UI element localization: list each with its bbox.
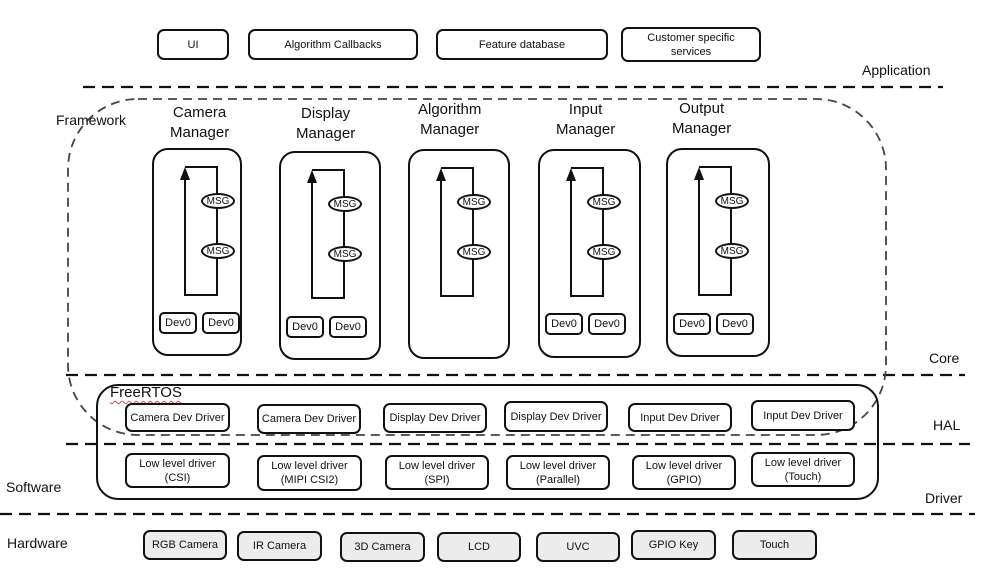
device-box: Dev0: [202, 312, 240, 334]
hardware-label: RGB Camera: [151, 539, 219, 551]
layer-label-application: Application: [862, 62, 931, 78]
hal-driver-label: Camera Dev Driver: [261, 413, 357, 425]
low-level-driver-line1: Low level driver: [271, 460, 348, 472]
app-feature-database-box: Feature database: [436, 29, 608, 60]
msg-queue-ellipse: MSG: [457, 194, 491, 210]
hardware-label: LCD: [467, 541, 490, 553]
msg-queue-ellipse: MSG: [715, 193, 749, 209]
layer-label-hal: HAL: [933, 417, 961, 433]
manager-box: [408, 149, 510, 359]
hardware-box: LCD: [437, 532, 521, 562]
hardware-box: IR Camera: [237, 531, 322, 561]
hal-driver-label: Input Dev Driver: [763, 409, 843, 422]
layer-label-driver: Driver: [925, 490, 963, 506]
low-level-driver-box: Low level driver(Touch): [751, 452, 855, 487]
manager-title-line1: Output: [679, 100, 725, 117]
msg-queue-ellipse: MSG: [715, 243, 749, 259]
manager-title-line1: Input: [568, 101, 603, 118]
manager-title-line2: Manager: [672, 120, 732, 137]
hal-driver-camera-1: Camera Dev Driver: [125, 403, 230, 432]
low-level-driver-box: Low level driver(GPIO): [632, 455, 736, 490]
device-box: Dev0: [545, 313, 583, 335]
manager-title-line1: Camera: [172, 104, 227, 121]
hardware-label: IR Camera: [252, 540, 307, 552]
device-box: Dev0: [159, 312, 197, 334]
app-customer-services-label: Customer specific services: [647, 31, 735, 58]
layer-label-hardware: Hardware: [7, 535, 68, 551]
hal-driver-label: Input Dev Driver: [640, 411, 720, 424]
hardware-label: UVC: [566, 541, 590, 553]
hardware-label: GPIO Key: [648, 539, 699, 551]
freertos-label: FreeRTOS: [110, 384, 182, 401]
hardware-box: UVC: [536, 532, 620, 562]
hal-driver-input-1: Input Dev Driver: [628, 403, 732, 432]
freertos-frame: [96, 384, 879, 500]
low-level-driver-line2: (SPI): [424, 473, 450, 486]
hal-driver-display-1: Display Dev Driver: [383, 403, 487, 433]
hal-driver-display-2: Display Dev Driver: [504, 401, 608, 432]
hal-driver-camera-2: Camera Dev Driver: [257, 404, 361, 434]
device-box: Dev0: [716, 313, 754, 335]
hardware-box: 3D Camera: [340, 532, 425, 562]
manager-box: [538, 149, 641, 358]
low-level-driver-line2: (Parallel): [535, 473, 580, 486]
hal-driver-label: Display Dev Driver: [389, 412, 481, 424]
low-level-driver-line2: (CSI): [164, 471, 191, 484]
manager-title-line2: Manager: [420, 121, 480, 138]
manager-title-line2: Manager: [296, 125, 356, 142]
msg-queue-ellipse: MSG: [457, 244, 491, 260]
manager-box: [666, 148, 770, 357]
msg-queue-ellipse: MSG: [328, 196, 362, 212]
low-level-driver-line1: Low level driver: [398, 459, 476, 472]
msg-queue-ellipse: MSG: [328, 246, 362, 262]
hardware-label: 3D Camera: [354, 541, 411, 553]
low-level-driver-box: Low level driver(CSI): [125, 453, 230, 488]
msg-queue-ellipse: MSG: [201, 193, 235, 209]
low-level-driver-box: Low level driver(Parallel): [506, 455, 610, 490]
low-level-driver-box: Low level driver(SPI): [385, 455, 489, 490]
msg-queue-ellipse: MSG: [587, 244, 621, 260]
manager-box: [152, 148, 242, 356]
device-box: Dev0: [673, 313, 711, 335]
low-level-driver-line2: (Touch): [784, 470, 822, 483]
device-box: Dev0: [588, 313, 626, 335]
layer-label-core: Core: [929, 350, 960, 366]
msg-queue-ellipse: MSG: [201, 243, 235, 259]
manager-title-line1: Display: [301, 105, 351, 122]
hardware-box: Touch: [732, 530, 817, 560]
app-feature-database-label: Feature database: [478, 38, 566, 51]
manager-title-line2: Manager: [170, 124, 230, 141]
low-level-driver-line1: Low level driver: [519, 459, 597, 472]
hardware-label: Touch: [759, 539, 790, 551]
low-level-driver-line1: Low level driver: [764, 456, 842, 469]
hal-driver-input-2: Input Dev Driver: [751, 400, 855, 431]
hal-driver-label: Camera Dev Driver: [130, 411, 225, 424]
layer-label-framework: Framework: [56, 112, 127, 128]
hal-driver-label: Display Dev Driver: [510, 410, 602, 423]
low-level-driver-line2: (GPIO): [666, 473, 702, 486]
low-level-driver-box: Low level driver (MIPI CSI2): [257, 455, 362, 491]
app-ui-label: UI: [187, 38, 199, 51]
app-ui-box: UI: [157, 29, 229, 60]
device-box: Dev0: [286, 316, 324, 338]
manager-title-line1: Algorithm: [418, 101, 482, 118]
hardware-box: GPIO Key: [631, 530, 716, 560]
manager-box: [279, 151, 381, 360]
app-algorithm-callbacks-box: Algorithm Callbacks: [248, 29, 418, 60]
layer-label-software: Software: [6, 479, 62, 495]
msg-queue-ellipse: MSG: [587, 194, 621, 210]
app-customer-services-box: Customer specific services: [621, 27, 761, 62]
manager-title-line2: Manager: [556, 121, 616, 138]
low-level-driver-line1: Low level driver: [139, 457, 216, 470]
hardware-box: RGB Camera: [143, 530, 227, 560]
app-algorithm-callbacks-label: Algorithm Callbacks: [284, 38, 382, 51]
device-box: Dev0: [329, 316, 367, 338]
low-level-driver-line1: Low level driver: [645, 459, 723, 472]
low-level-driver-line2: (MIPI CSI2): [280, 474, 339, 486]
